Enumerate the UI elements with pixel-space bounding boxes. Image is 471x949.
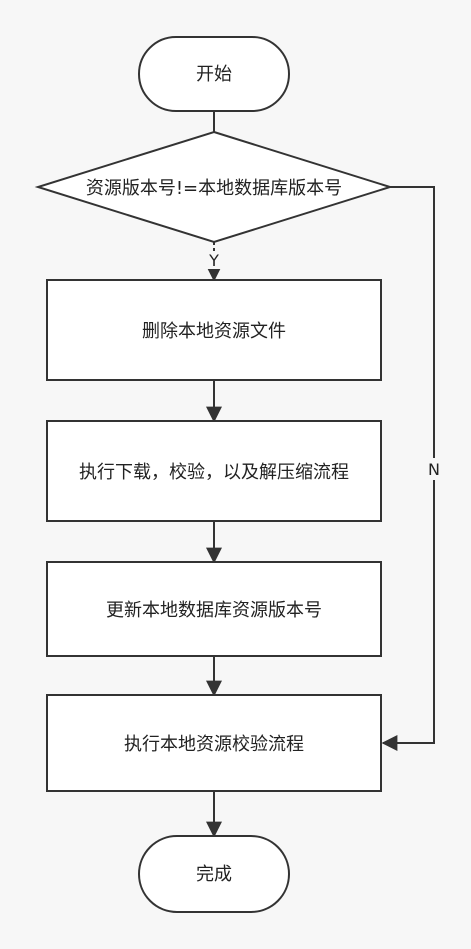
download-box: 执行下载，校验，以及解压缩流程 <box>46 420 382 522</box>
yes-label: Y <box>208 251 219 270</box>
end-label: 完成 <box>196 864 232 885</box>
no-label-bg <box>425 458 443 480</box>
decision-label: 资源版本号!=本地数据库版本号 <box>86 178 342 199</box>
update-label: 更新本地数据库资源版本号 <box>106 600 322 621</box>
delete-label: 删除本地资源文件 <box>142 321 286 342</box>
start-node: 开始 <box>138 36 290 112</box>
verify-box: 执行本地资源校验流程 <box>46 694 382 792</box>
no-label: N <box>428 460 440 479</box>
end-node: 完成 <box>138 835 290 913</box>
start-label: 开始 <box>196 64 232 85</box>
verify-label: 执行本地资源校验流程 <box>124 734 304 755</box>
decision-node: 资源版本号!=本地数据库版本号 <box>34 130 394 244</box>
update-box: 更新本地数据库资源版本号 <box>46 561 382 657</box>
yes-label-bg <box>205 251 223 269</box>
delete-box: 删除本地资源文件 <box>46 279 382 381</box>
download-label: 执行下载，校验，以及解压缩流程 <box>79 462 349 483</box>
